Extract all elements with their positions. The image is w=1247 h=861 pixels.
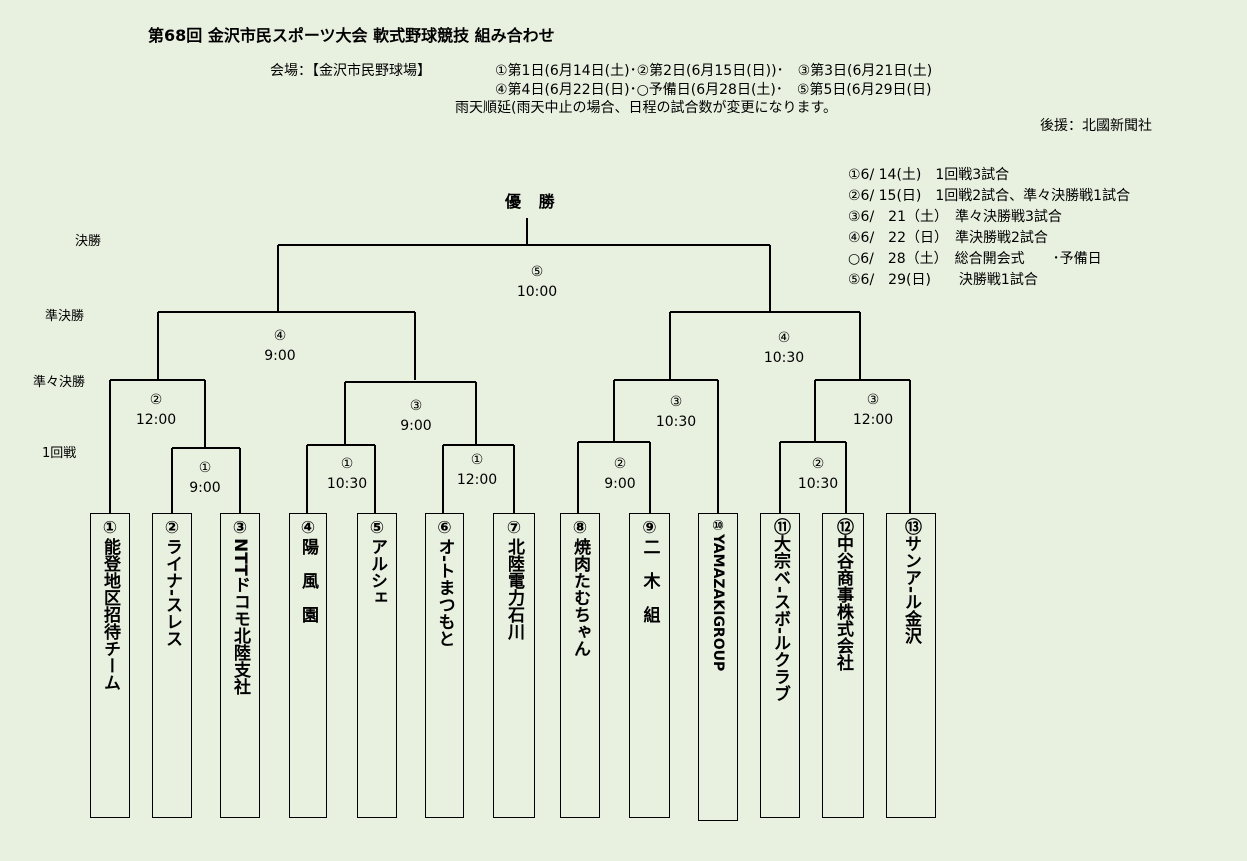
team-box: ⑪大宗ベ-スボ-ルクラブ [760,513,800,818]
match-semi-right: ④ 10:30 [754,328,814,368]
team-name: ⑦北陸電力石川 [504,518,524,640]
round-label-final: 決勝 [75,234,102,249]
page-title: 第68回 金沢市民スポーツ大会 軟式野球競技 組み合わせ [148,26,555,45]
team-box: ④陽 風 園 [289,513,327,818]
bracket-line [277,218,771,312]
team-box: ⑦北陸電力石川 [493,513,535,818]
bracket-line [109,379,206,513]
match-qf-3: ③ 10:30 [646,392,706,432]
schedule-item: ②6/ 15(日) 1回戦2試合、準々決勝戦1試合 [848,188,1131,204]
team-box: ⑨二 木 組 [629,513,670,818]
team-name: ④陽 風 園 [298,518,318,623]
match-time: 10:00 [516,284,558,300]
round-label-semi: 準決勝 [45,309,85,324]
team-box: ⑧焼肉たむちゃん [560,513,600,818]
schedule-item: ⑤6/ 29(日) 決勝戦1試合 [848,272,1038,288]
team-name: ⑧焼肉たむちゃん [570,518,590,657]
bracket-line [306,444,376,513]
match-qf-4: ③ 12:00 [843,390,903,430]
schedule-item: ③6/ 21（土） 準々決勝戦3試合 [848,209,1062,225]
schedule-item: ○6/ 28（土） 総合開会式 ･予備日 [848,251,1102,267]
match-r1-2: ① 10:30 [317,454,377,494]
team-box: ⑬サンア-ル金沢 [886,513,936,818]
match-r1-3: ① 12:00 [447,450,507,490]
bracket-line [171,447,241,513]
bracket-line [442,444,515,513]
venue-label: 会場：【金沢市民野球場】 [270,63,431,79]
match-time: 12:00 [852,412,894,428]
dates-line-1: ①第1日(6月14日(土)･②第2日(6月15日(日))･ ③第3日(6月21日… [495,63,933,79]
rain-note: 雨天順延(雨天中止の場合、日程の試合数が変更になります。 [455,100,838,116]
bracket-line [814,379,911,513]
match-time: 12:00 [135,412,177,428]
team-name: ②ライナ-スレス [162,518,182,648]
team-name: ⑪大宗ベ-スボ-ルクラブ [770,518,790,703]
match-day: ① [470,452,484,468]
bracket-line [669,311,861,380]
match-semi-left: ④ 9:00 [250,326,310,366]
match-time: 9:00 [604,476,636,492]
match-time: 12:00 [456,472,498,488]
team-name: ③NTTドコモ北陸支社 [230,518,250,695]
team-box: ①能登地区招待チーム [90,513,130,818]
match-time: 10:30 [797,476,839,492]
bracket-line [613,379,719,513]
schedule-item: ①6/ 14(土) 1回戦3試合 [848,167,1010,183]
match-time: 9:00 [189,480,221,496]
team-name: ①能登地区招待チーム [100,518,120,691]
winner-label: 優 勝 [505,192,561,211]
team-name: ⑨二 木 組 [639,518,660,623]
match-day: ② [149,392,163,408]
match-day: ④ [777,330,791,346]
team-name: ⑥オ-トまつもと [434,518,455,648]
team-box: ⑩YAMAZAKIGROUP [698,513,738,821]
match-final: ⑤ 10:00 [507,262,567,302]
match-day: ① [340,456,354,472]
bracket-line [344,381,477,445]
team-name: ⑫中谷商事株式会社 [833,518,853,671]
team-box: ②ライナ-スレス [152,513,192,818]
team-box: ⑤アルシェ [357,513,397,818]
match-time: 10:30 [326,476,368,492]
match-time: 10:30 [655,414,697,430]
round-label-quarter: 準々決勝 [33,375,86,390]
match-time: 9:00 [264,348,296,364]
match-qf-1: ② 12:00 [126,390,186,430]
match-time: 10:30 [763,350,805,366]
bracket-line [577,441,651,513]
team-box: ③NTTドコモ北陸支社 [220,513,260,818]
match-day: ④ [273,328,287,344]
match-day: ⑤ [530,264,544,280]
match-day: ② [811,456,825,472]
match-day: ③ [866,392,880,408]
team-box: ⑫中谷商事株式会社 [822,513,864,818]
match-day: ① [198,460,212,476]
schedule-item: ④6/ 22（日） 準決勝戦2試合 [848,230,1048,246]
match-day: ③ [669,394,683,410]
bracket-line [157,311,416,380]
schedule-list: ①6/ 14(土) 1回戦3試合 ②6/ 15(日) 1回戦2試合、準々決勝戦1… [848,165,1130,291]
match-time: 9:00 [400,418,432,434]
match-day: ② [613,456,627,472]
round-label-first: 1回戦 [42,446,77,461]
match-r1-1: ① 9:00 [175,458,235,498]
match-r1-5: ② 10:30 [788,454,848,494]
team-name: ⑤アルシェ [367,518,387,606]
sponsor: 後援：北國新聞社 [1040,118,1152,134]
bracket-line [779,441,847,513]
team-name: ⑬サンア-ル金沢 [901,518,921,645]
match-qf-2: ③ 9:00 [386,396,446,436]
match-r1-4: ② 9:00 [590,454,650,494]
match-day: ③ [409,398,423,414]
dates-line-2: ④第4日(6月22日(日)･○予備日(6月28日(土)･ ⑤第5日(6月29日(… [495,82,932,98]
team-box: ⑥オ-トまつもと [425,513,464,818]
team-name: ⑩YAMAZAKIGROUP [710,518,726,672]
